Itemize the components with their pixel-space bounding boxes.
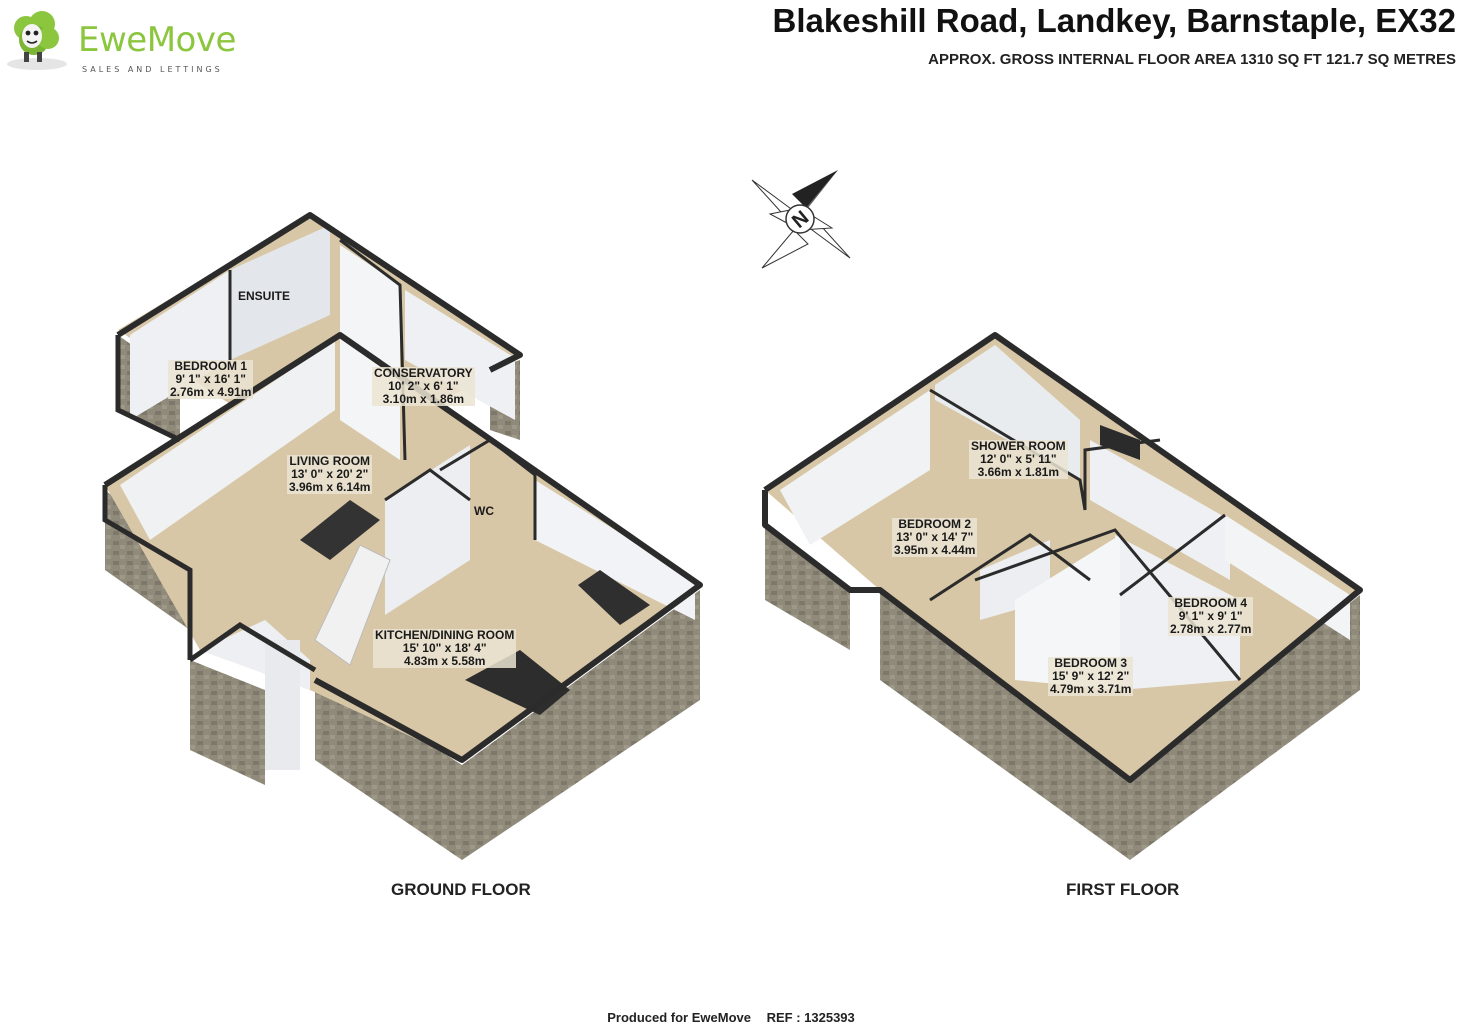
room-name: KITCHEN/DINING ROOM bbox=[375, 628, 515, 642]
brand-name: EweMove bbox=[78, 20, 236, 60]
ground-floor-label: GROUND FLOOR bbox=[391, 880, 531, 899]
brand-tagline: SALES AND LETTINGS bbox=[82, 65, 223, 74]
room-dimensions-imperial: 15' 10" x 18' 4" bbox=[402, 641, 487, 655]
ground-floor-plan bbox=[102, 212, 703, 860]
room-dimensions-imperial: 9' 1" x 9' 1" bbox=[1178, 609, 1243, 623]
ewemove-logo: EweMove SALES AND LETTINGS bbox=[4, 6, 244, 76]
room-name: WC bbox=[474, 504, 494, 518]
sheep-mascot-icon bbox=[7, 11, 67, 70]
room-name: BEDROOM 1 bbox=[174, 359, 248, 373]
room-name: BEDROOM 3 bbox=[1054, 656, 1128, 670]
room-label-bedroom-1: BEDROOM 1 9' 1" x 16' 1" 2.76m x 4.91m bbox=[168, 359, 254, 399]
first-floor-label: FIRST FLOOR bbox=[1066, 880, 1180, 899]
property-address: Blakeshill Road, Landkey, Barnstaple, EX… bbox=[772, 2, 1456, 39]
room-label-bedroom-4: BEDROOM 4 9' 1" x 9' 1" 2.78m x 2.77m bbox=[1168, 596, 1254, 636]
room-dimensions-imperial: 13' 0" x 20' 2" bbox=[291, 467, 369, 481]
room-dimensions-metric: 2.78m x 2.77m bbox=[1170, 622, 1252, 636]
room-dimensions-imperial: 13' 0" x 14' 7" bbox=[896, 530, 974, 544]
room-dimensions-metric: 4.79m x 3.71m bbox=[1050, 682, 1132, 696]
compass-icon: N bbox=[751, 170, 851, 269]
reference-number: REF : 1325393 bbox=[766, 1010, 855, 1025]
room-name: BEDROOM 4 bbox=[1174, 596, 1248, 610]
room-label-conservatory: CONSERVATORY 10' 2" x 6' 1" 3.10m x 1.86… bbox=[372, 367, 475, 406]
room-label-ensuite: ENSUITE bbox=[238, 290, 290, 303]
first-floor-plan bbox=[762, 332, 1363, 860]
room-dimensions-imperial: 10' 2" x 6' 1" bbox=[388, 379, 459, 393]
room-label-living-room: LIVING ROOM 13' 0" x 20' 2" 3.96m x 6.14… bbox=[287, 454, 373, 494]
room-name: BEDROOM 2 bbox=[898, 517, 972, 531]
room-dimensions-imperial: 12' 0" x 5' 11" bbox=[980, 452, 1057, 466]
room-dimensions-metric: 3.95m x 4.44m bbox=[894, 543, 976, 557]
room-name: LIVING ROOM bbox=[289, 454, 371, 468]
room-name: ENSUITE bbox=[238, 289, 291, 303]
room-dimensions-metric: 3.66m x 1.81m bbox=[977, 465, 1060, 479]
room-dimensions-imperial: 15' 9" x 12' 2" bbox=[1052, 669, 1130, 683]
room-label-shower-room: SHOWER ROOM 12' 0" x 5' 11" 3.66m x 1.81… bbox=[969, 440, 1068, 479]
room-label-bedroom-3: BEDROOM 3 15' 9" x 12' 2" 4.79m x 3.71m bbox=[1048, 656, 1134, 696]
room-name: CONSERVATORY bbox=[374, 366, 473, 380]
produced-for-text: Produced for EweMove bbox=[607, 1010, 751, 1025]
room-dimensions-metric: 2.76m x 4.91m bbox=[170, 385, 252, 399]
room-dimensions-metric: 3.96m x 6.14m bbox=[289, 480, 371, 494]
room-name: SHOWER ROOM bbox=[971, 439, 1066, 453]
room-label-wc: WC bbox=[474, 505, 494, 518]
room-dimensions-imperial: 9' 1" x 16' 1" bbox=[175, 372, 246, 386]
room-dimensions-metric: 3.10m x 1.86m bbox=[382, 392, 465, 406]
footer: Produced for EweMove REF : 1325393 bbox=[0, 1010, 1462, 1025]
room-label-bedroom-2: BEDROOM 2 13' 0" x 14' 7" 3.95m x 4.44m bbox=[892, 517, 978, 557]
room-label-kitchen-dining: KITCHEN/DINING ROOM 15' 10" x 18' 4" 4.8… bbox=[373, 628, 517, 668]
room-dimensions-metric: 4.83m x 5.58m bbox=[403, 654, 486, 668]
floor-area: APPROX. GROSS INTERNAL FLOOR AREA 1310 S… bbox=[928, 51, 1456, 68]
